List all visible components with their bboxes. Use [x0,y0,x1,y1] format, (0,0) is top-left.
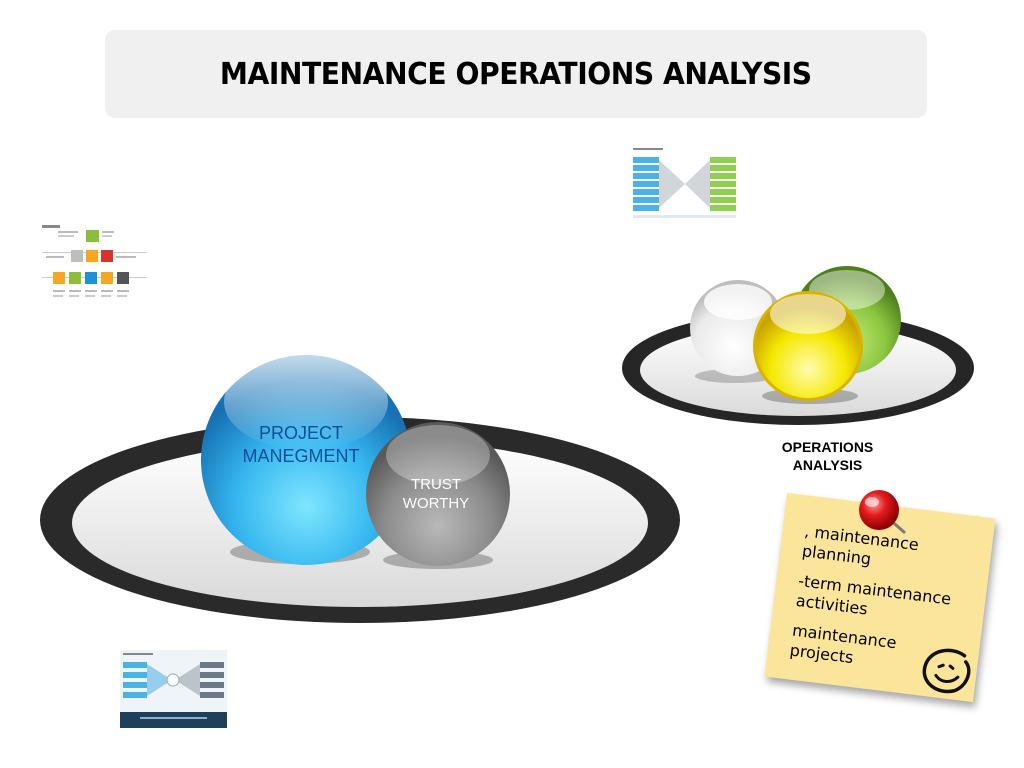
pushpin-icon [859,490,906,534]
operations-analysis-label: OPERATIONS ANALYSIS [740,438,915,474]
note-item-2: -term maintenance activities [794,571,953,619]
ops-label-line2: ANALYSIS [792,457,863,474]
trust-worthy-label: TRUST WORTHY [386,476,486,514]
butterfly-diagram-thumbnail-bottom [120,650,227,728]
butterfly-diagram-thumbnail-top [630,145,740,222]
yellow-sphere [753,291,863,401]
smiley-icon [922,648,971,694]
project-label-line2: MANEGMENT [242,445,360,466]
project-label-line1: PROJECT [258,423,343,443]
trust-label-line1: TRUST [411,476,461,493]
trust-label-line2: WORTHY [402,494,470,512]
title-bar: MAINTENANCE OPERATIONS ANALYSIS [105,30,927,118]
main-platform-diagram [40,354,680,623]
project-management-label: PROJECT MANEGMENT [226,422,376,467]
ops-label-line1: OPERATIONS [781,439,874,455]
sticky-note: , maintenance planning -term maintenance… [764,492,996,703]
page-title: MAINTENANCE OPERATIONS ANALYSIS [220,56,812,92]
letter-blocks-thumbnail [38,222,150,310]
project-management-sphere [201,354,411,565]
operations-platform-diagram [622,266,974,425]
note-item-3: maintenance projects [788,620,898,668]
trust-worthy-sphere [366,422,510,566]
